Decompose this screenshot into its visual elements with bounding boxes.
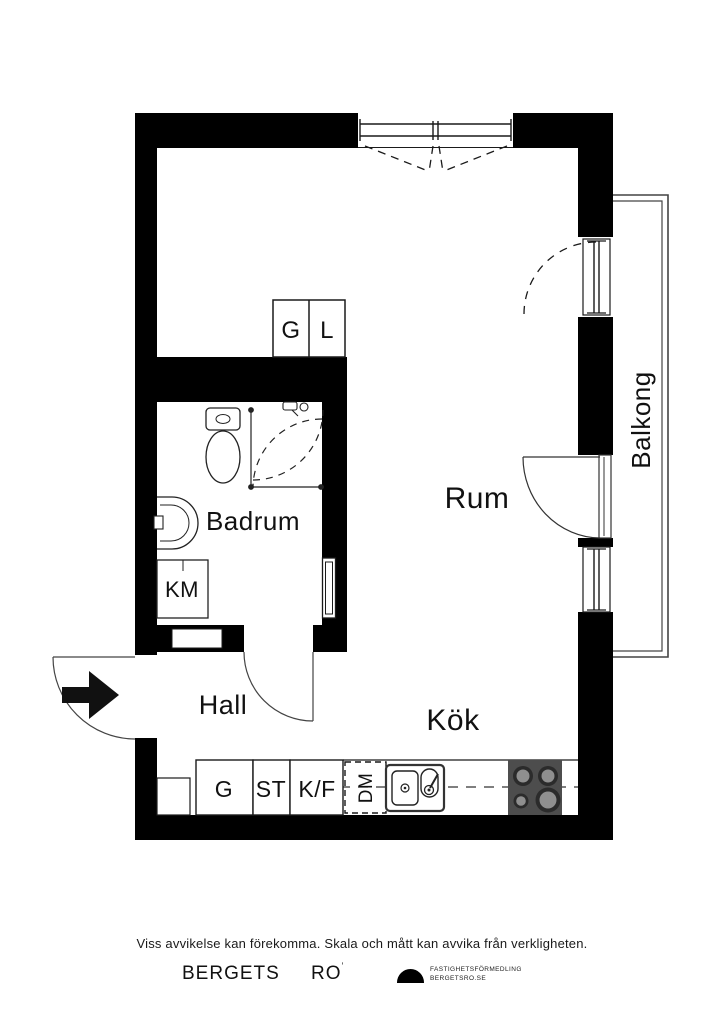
brand-trademark: ’ [341, 961, 345, 971]
room-label-rum: Rum [445, 482, 510, 515]
label-closet-l: L [320, 317, 334, 344]
brand-ro: RO’ [311, 961, 345, 984]
toilet [205, 407, 241, 484]
room-label-badrum: Badrum [206, 506, 300, 536]
label-cabinet-st: ST [256, 776, 286, 802]
bathroom-door [243, 651, 314, 722]
agency-line1: FASTIGHETSFÖRMEDLING [430, 966, 522, 973]
agency-text: FASTIGHETSFÖRMEDLING BERGETSRO.SE [430, 966, 522, 983]
outer-walls [135, 113, 613, 840]
room-label-balkong: Balkong [626, 371, 656, 468]
label-washing-machine: KM [165, 577, 199, 602]
stove [508, 760, 562, 815]
window-opening-dashes [364, 145, 508, 173]
entrance-arrow-icon [62, 671, 119, 719]
label-fridge-kf: K/F [298, 776, 335, 802]
closet-unit [272, 299, 346, 358]
pipe-shaft [321, 557, 337, 619]
top-window [358, 119, 513, 173]
dishwasher [344, 761, 387, 814]
room-label-hall: Hall [199, 690, 248, 720]
brand-bergets: BERGETS [182, 963, 280, 984]
label-closet-g: G [281, 317, 300, 344]
balcony-railing [613, 194, 669, 658]
window-swing-dashes [523, 241, 597, 315]
shower [248, 401, 324, 490]
washing-machine [156, 559, 209, 619]
entrance-door [52, 656, 136, 740]
agency-logo-icon [397, 969, 424, 983]
bathroom-sink [153, 496, 199, 550]
balcony-door [522, 454, 612, 539]
window-right-upper [523, 238, 611, 316]
label-cabinet-g: G [215, 776, 233, 802]
room-label-kok: Kök [426, 704, 480, 737]
window-right-lower [582, 546, 611, 613]
agency-line2: BERGETSRO.SE [430, 974, 487, 982]
disclaimer-text: Viss avvikelse kan förekomma. Skala och … [136, 936, 588, 951]
label-dishwasher-dm: DM [356, 773, 377, 804]
shower-mixer-icon [282, 401, 309, 417]
bathroom-threshold [171, 628, 223, 649]
kitchen-cabinets [156, 759, 344, 816]
kitchen-sink [384, 763, 446, 813]
